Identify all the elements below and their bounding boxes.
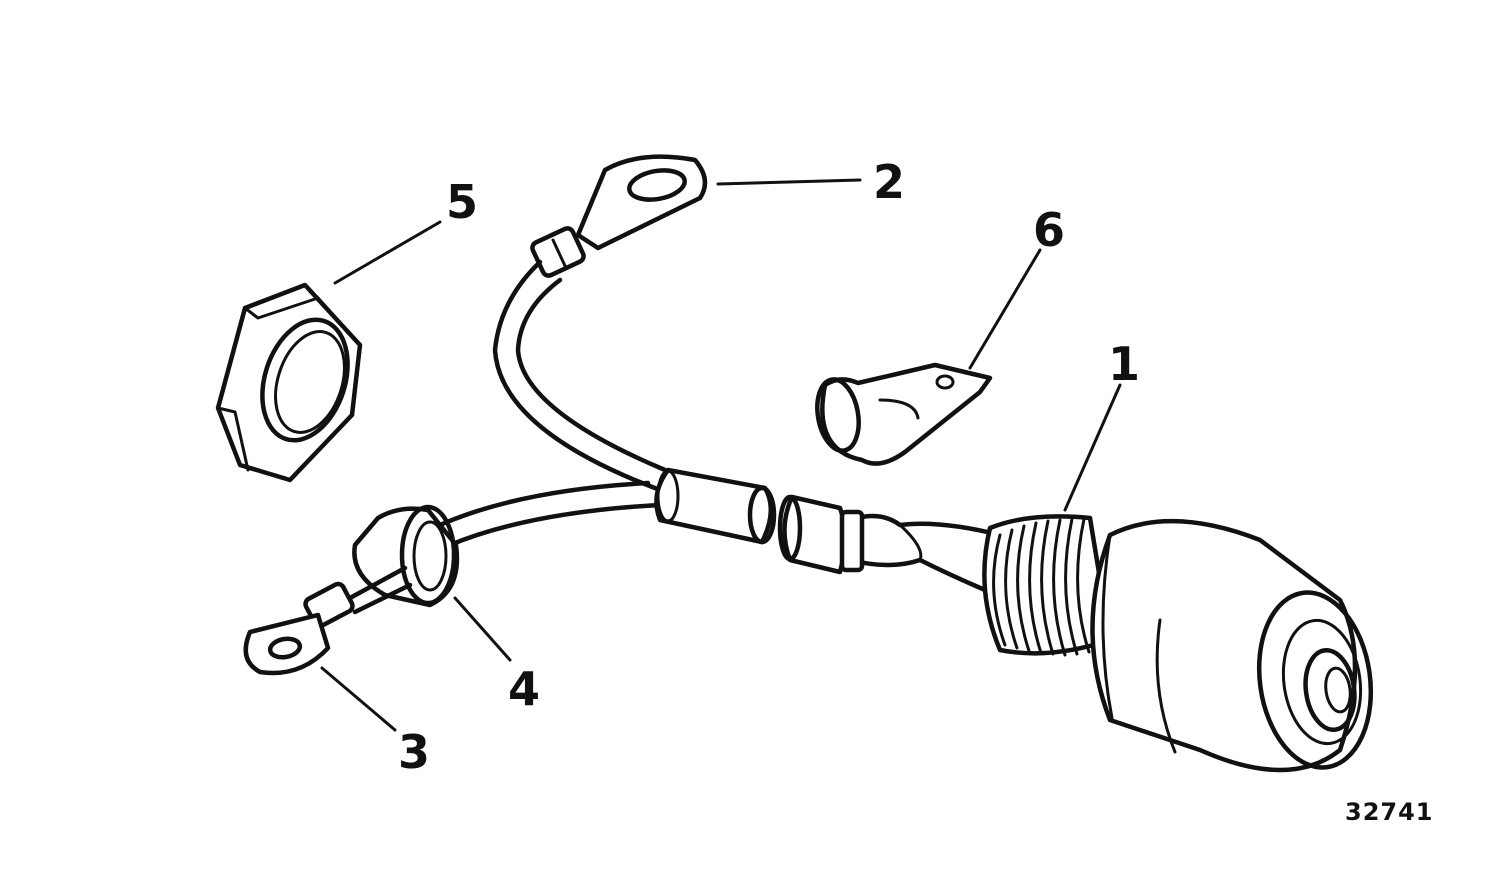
- cable-clamp: [815, 362, 993, 466]
- ring-terminal-upper: [530, 154, 708, 278]
- upper-lead-inner: [515, 277, 668, 473]
- wire-ferrule: [839, 509, 865, 573]
- wire-sleeve-left: [654, 467, 777, 545]
- leader-lines: [320, 178, 1122, 732]
- leader-3: [320, 666, 397, 732]
- sender-wire-lower: [847, 557, 988, 593]
- sender-wire-split: [898, 523, 923, 562]
- lower-lead: [437, 480, 651, 528]
- figure-id: 32741: [1345, 798, 1434, 826]
- wire-sleeve-right: [777, 494, 848, 575]
- callout-2: 2: [873, 155, 905, 209]
- upper-lead: [492, 259, 663, 493]
- hex-nut: [215, 282, 363, 483]
- callout-1: 1: [1108, 337, 1140, 391]
- leader-2: [716, 178, 862, 186]
- callout-6: 6: [1033, 203, 1065, 257]
- callout-3: 3: [398, 725, 430, 779]
- leader-5: [333, 220, 442, 285]
- leader-4: [453, 596, 512, 662]
- callout-5: 5: [446, 175, 478, 229]
- leader-1: [1063, 383, 1122, 512]
- sender-wire-upper: [847, 513, 1003, 538]
- callout-4: 4: [508, 662, 540, 716]
- ring-terminal-lower: [243, 565, 413, 676]
- lower-lead-inner: [447, 502, 663, 548]
- grommet: [352, 504, 460, 608]
- leader-6: [968, 248, 1042, 370]
- sender-unit: [982, 514, 1374, 773]
